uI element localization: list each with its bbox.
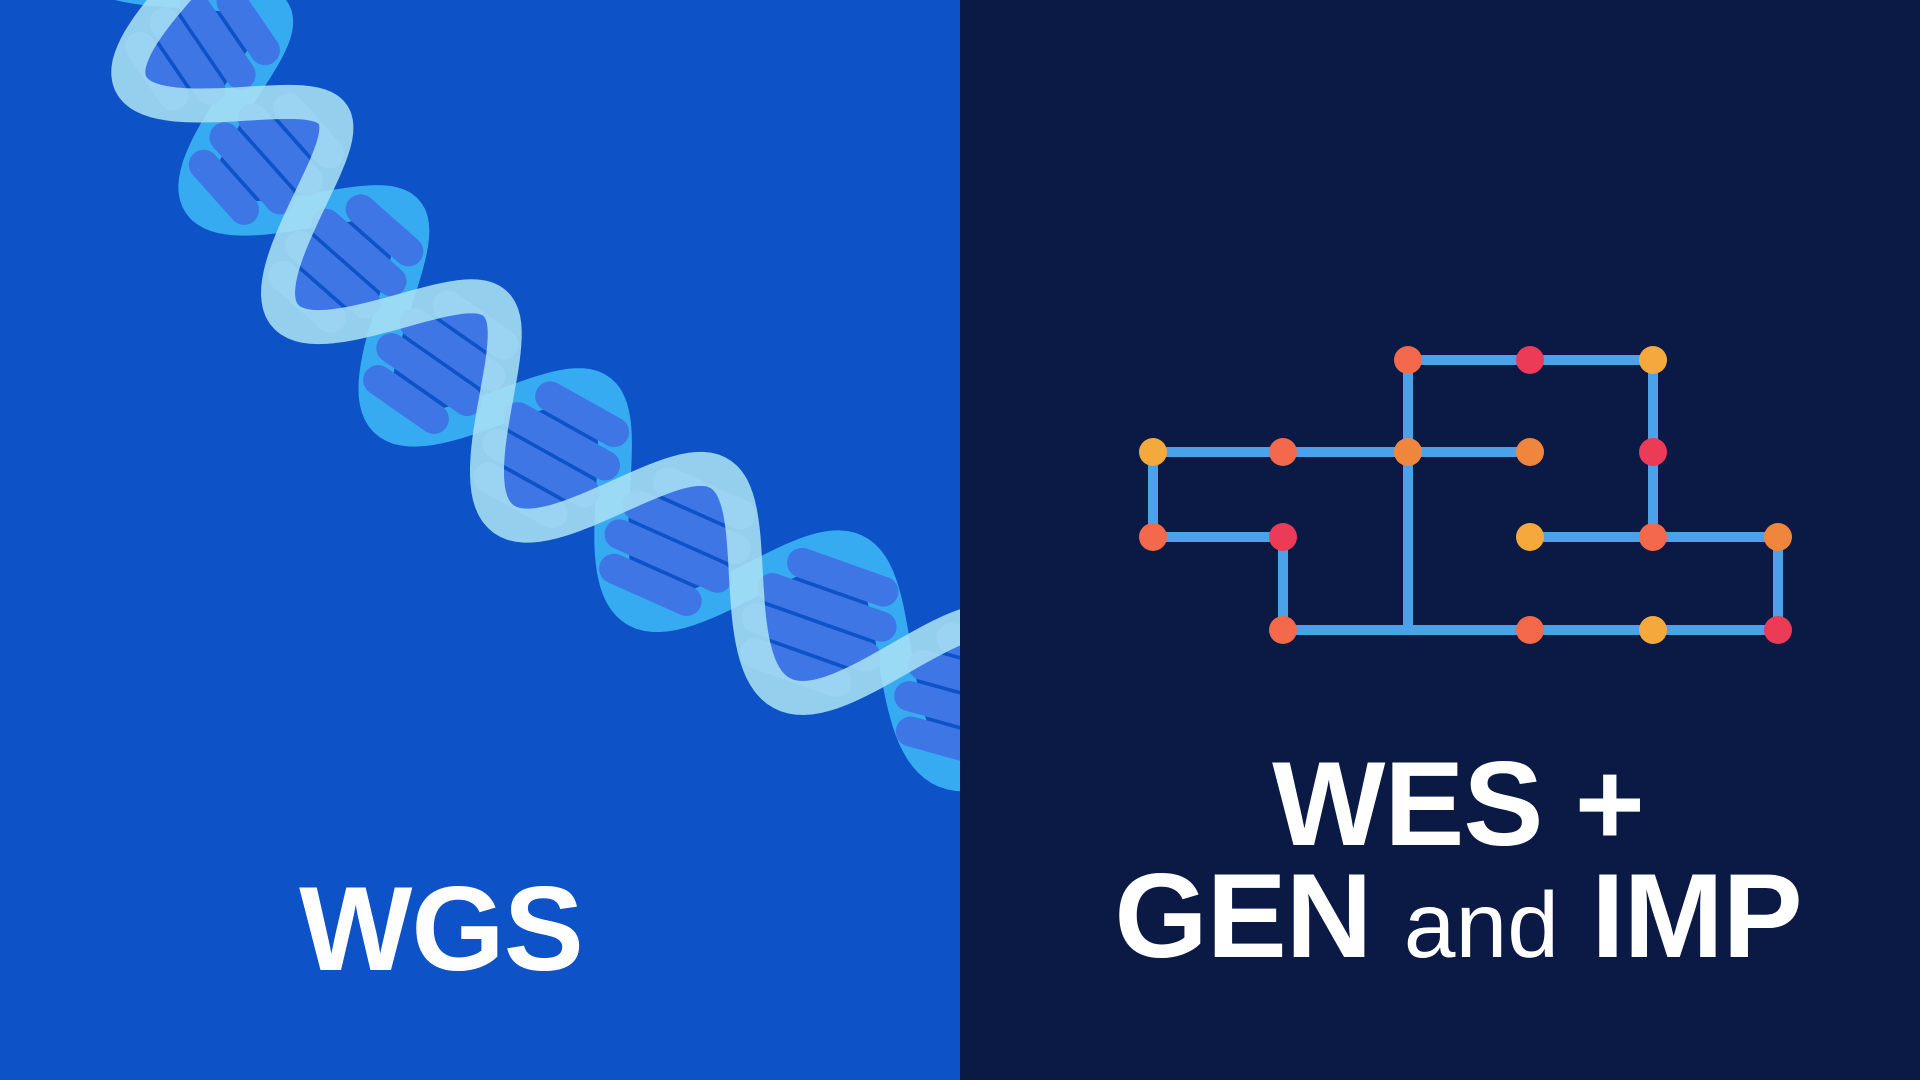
and-label-word: and <box>1403 873 1559 977</box>
wes-gen-imp-panel: WES + GEN and IMP <box>960 0 1920 1080</box>
wgs-label: WGS <box>299 862 584 996</box>
gen-label-word: GEN <box>1114 849 1372 983</box>
network-diagram-illustration <box>1139 346 1792 644</box>
wgs-panel: WGS <box>0 0 960 1080</box>
wes-label-line1: WES + <box>1272 737 1645 871</box>
dna-helix-illustration <box>111 0 960 792</box>
wes-gen-imp-label: WES + GEN and IMP <box>978 744 1920 983</box>
imp-label-word: IMP <box>1591 849 1802 983</box>
